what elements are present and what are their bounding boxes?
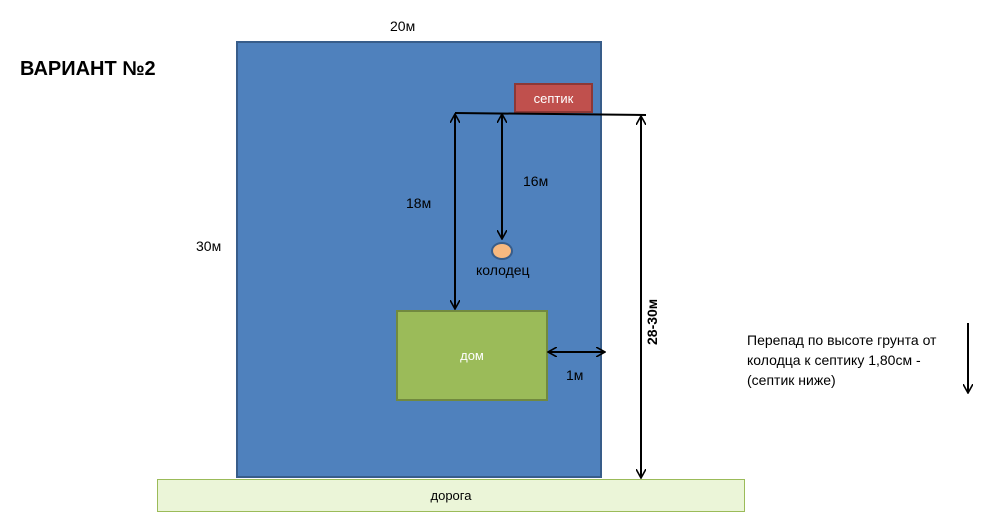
diagram-title: ВАРИАНТ №2 [20,58,156,80]
plot-length-label: 30м [196,238,222,254]
septic-reference-line [454,112,647,116]
dim-label-septic-house: 18м [406,195,432,211]
well-label: колодец [476,262,530,278]
dim-label-septic-well: 16м [523,173,549,189]
plot-width-label: 20м [390,18,416,34]
house-box: дом [396,310,548,401]
well-circle [491,242,513,260]
dim-label-septic-road: 28-30м [644,298,660,345]
dim-label-house-edge: 1м [566,367,584,383]
septic-box: септик [514,83,593,113]
road: дорога [157,479,745,512]
elevation-note: Перепад по высоте грунта от колодца к се… [747,332,937,388]
